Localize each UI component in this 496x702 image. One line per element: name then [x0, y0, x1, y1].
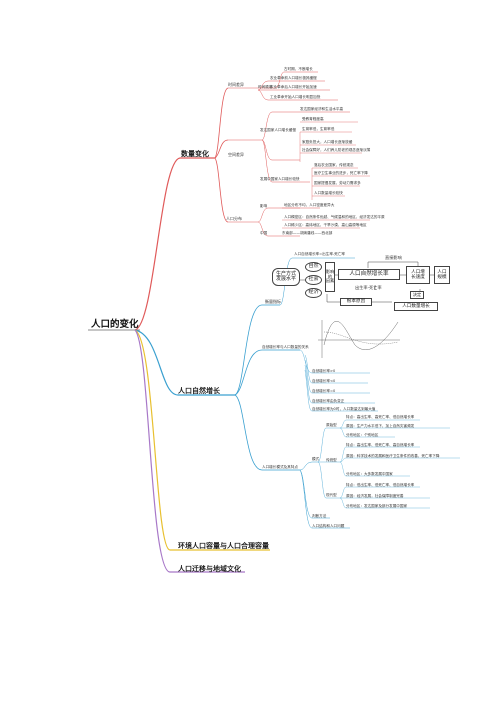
node-developed[interactable]: 发达国家人口增长缓慢: [260, 128, 296, 132]
node-devg-4[interactable]: 人口数量增长较快: [314, 191, 343, 195]
node-prim-3[interactable]: 分布地区：个别地区: [346, 433, 379, 437]
box-population-growth: 人口数量增长: [394, 302, 438, 311]
node-mod-3[interactable]: 分布地区：发达国家及部分发展中国家: [346, 504, 408, 508]
label-direct-effect: 直接影响: [385, 255, 402, 260]
node-dev-3[interactable]: 生育率低，生育率低: [302, 127, 335, 131]
node-prim-2[interactable]: 原因：生产力水平低下，加上自然灾害频发: [346, 424, 415, 428]
branch-env-capacity[interactable]: 环境人口容量与人口合理容量: [178, 542, 269, 550]
node-trad-1[interactable]: 特点：高出生率、低死亡率、高自然增长率: [346, 443, 415, 447]
box-production-level: 生产方式 发展水平: [272, 268, 300, 286]
node-influence[interactable]: 影响: [260, 204, 268, 208]
node-mod-1[interactable]: 特点：低出生率、低死亡率、低自然增长率: [346, 483, 415, 487]
node-mod-2[interactable]: 原因：经济发展，社会保障制度完善: [346, 494, 404, 498]
circle-society: 社会: [305, 275, 322, 285]
node-time-diff[interactable]: 时间差异: [228, 82, 244, 87]
branch-migration-culture[interactable]: 人口迁移与地域文化: [178, 565, 241, 573]
node-dev-1[interactable]: 发达国家经济和生活水平高: [300, 107, 344, 111]
node-infl-2[interactable]: 人口稠密区：自然条件优越、气候温和的地区、经济发达的平原: [284, 215, 385, 219]
node-devg-1[interactable]: 落后农业国家，传统观念: [314, 163, 354, 167]
node-infl-3[interactable]: 人口稀少区：高纬地区、干旱沙漠、高山高原等地区: [284, 223, 367, 227]
node-judge[interactable]: 判断方法: [312, 514, 327, 518]
node-developing[interactable]: 发展中国家人口增长较快: [260, 177, 300, 181]
node-devg-3[interactable]: 国家提倡发展，劳动力需求多: [314, 181, 361, 185]
node-dev-4[interactable]: 家庭负担大，人口增长逐渐放缓: [302, 140, 353, 144]
node-distribution[interactable]: 人口分布: [226, 216, 242, 221]
branch-quantity-change[interactable]: 数量变化: [181, 150, 209, 158]
node-ancient[interactable]: 古时期，不断增长: [284, 67, 313, 71]
node-infl-1[interactable]: 地区分布不均，人口密度差异大: [284, 203, 335, 207]
birth-minus-death: 出生率-死亡率: [355, 285, 382, 290]
node-mode[interactable]: 模式: [312, 457, 320, 461]
node-china[interactable]: 中国: [260, 231, 268, 235]
box-factors: 影响 的 因素: [325, 262, 335, 292]
node-traditional[interactable]: 传统型: [326, 458, 337, 462]
node-primitive[interactable]: 原始型: [326, 423, 337, 427]
box-growth-speed: 人口增 长速度: [406, 266, 430, 284]
node-rate-neg[interactable]: 自然增长率<0: [312, 379, 336, 383]
node-trad-2[interactable]: 原因：科学技术的发展和医疗卫生条件的改善，死亡率下降: [346, 454, 440, 458]
node-modern[interactable]: 现代型: [326, 493, 337, 497]
node-rate-pos[interactable]: 自然增长率>0: [312, 369, 336, 373]
box-root-cause: 根本原因: [340, 298, 372, 306]
node-dev-2[interactable]: 受教育程度高: [302, 117, 324, 121]
node-space-diff[interactable]: 空间差异: [228, 152, 244, 157]
node-pre-agri[interactable]: 农业革命前人口增长极其缓慢: [270, 76, 317, 80]
node-trad-3[interactable]: 分布地区：大多数发展中国家: [346, 472, 393, 476]
node-rate-relation[interactable]: 自然增长率与人口数量的关系: [262, 345, 309, 349]
node-rate-zero[interactable]: 自然增长率=0: [312, 389, 336, 393]
node-indicator[interactable]: 衡量指标: [265, 299, 281, 304]
circle-economy: 经济: [305, 288, 322, 298]
node-time-order[interactable]: 时间顺序: [258, 85, 273, 89]
node-rate-change[interactable]: 自然增长率由负变正: [312, 399, 345, 403]
node-industrial[interactable]: 工业革命开始人口增长明显加快: [270, 95, 321, 99]
root-topic[interactable]: 人口的变化: [91, 319, 139, 330]
box-natural-rate: 人口自然增长率: [338, 269, 400, 280]
box-population-scale: 人口 规模: [434, 266, 450, 284]
node-rate-max[interactable]: 自然增长率为0时，人口数量达到最大值: [312, 407, 376, 411]
node-structure[interactable]: 人口结构和人口问题: [312, 524, 345, 528]
node-rate-formula[interactable]: 人口自然增长率=出生率-死亡率: [294, 252, 346, 256]
node-dev-5[interactable]: 社会保障好，人们养儿防老的观念逐渐淡薄: [302, 148, 371, 152]
node-hu-line[interactable]: 东南部——胡焕庸线——西北部: [282, 231, 333, 235]
node-devg-2[interactable]: 医疗卫生事业的进步，死亡率下降: [314, 171, 368, 175]
node-prim-1[interactable]: 特点：高出生率、高死亡率、低自然增长率: [346, 415, 415, 419]
box-decide: 决定: [410, 291, 424, 299]
node-post-agri[interactable]: 农业革命后人口增长开始加速: [270, 85, 317, 89]
branch-natural-growth[interactable]: 人口自然增长: [178, 387, 220, 395]
circle-nature: 自然: [305, 262, 322, 272]
node-growth-mode[interactable]: 人口增长模式及其特点: [262, 465, 298, 469]
growth-curve-diagram: [318, 320, 400, 358]
